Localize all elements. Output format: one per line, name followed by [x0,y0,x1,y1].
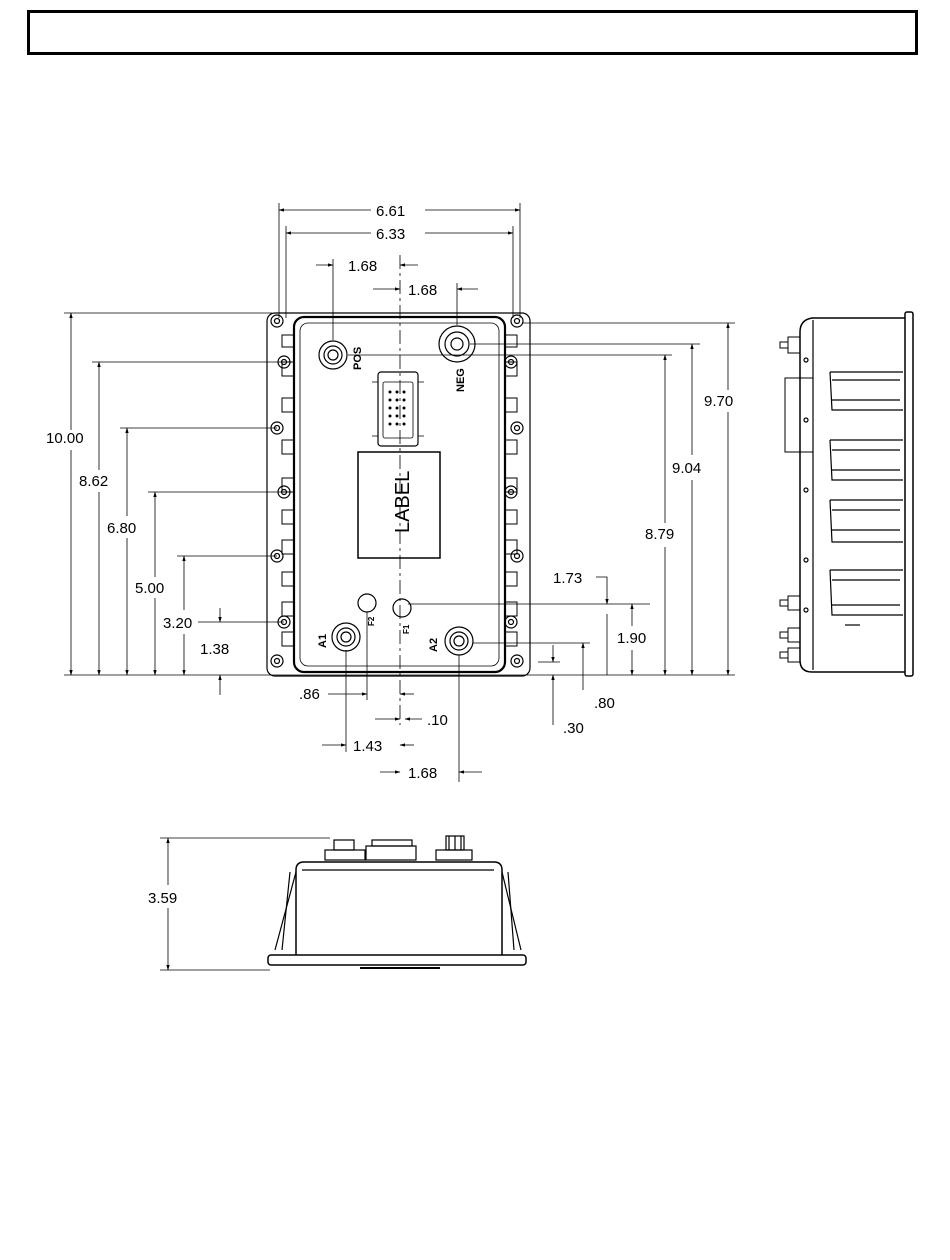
f2-terminal [358,594,376,612]
dim-500: 5.00 [135,580,164,597]
label-text: LABEL [392,471,414,533]
pos-terminal [319,341,347,369]
dim-168-bottom: 1.68 [408,765,437,782]
dim-904: 9.04 [672,460,701,477]
dim-overall-height: 10.00 [46,430,84,447]
signal-connector [372,372,424,446]
pos-label: POS [352,347,364,370]
dim-080: .80 [594,695,615,712]
a2-label: A2 [428,638,440,652]
side-view [780,312,913,676]
right-fins [505,335,517,646]
dim-879: 8.79 [645,526,674,543]
dim-970: 9.70 [704,393,733,410]
dim-173: 1.73 [553,570,582,587]
a1-label: A1 [317,634,329,648]
dim-010: .10 [427,712,448,729]
dim-320: 3.20 [163,615,192,632]
dim-143: 1.43 [353,738,382,755]
f2-label: F2 [367,616,376,626]
dim-862: 8.62 [79,473,108,490]
f1-label: F1 [402,624,411,634]
terminal-labels: POS NEG A1 A2 F2 F1 LABEL [317,347,467,652]
mounting-hole [511,655,523,667]
neg-terminal [439,326,475,362]
dim-680: 6.80 [107,520,136,537]
dim-190: 1.90 [617,630,646,647]
a2-terminal [445,627,473,655]
f1-terminal [393,599,411,617]
dim-neg-offset: 1.68 [408,282,437,299]
dim-pos-offset: 1.68 [348,258,377,275]
a1-terminal [332,623,360,651]
mounting-hole [271,315,283,327]
dim-front-height: 3.59 [148,890,177,907]
dim-138: 1.38 [200,641,229,658]
dim-030: .30 [563,720,584,737]
neg-label: NEG [455,368,467,392]
mounting-hole [511,422,523,434]
dimension-values: 6.61 6.33 1.68 1.68 10.00 8.62 6.80 5.00… [46,203,733,782]
left-fins [282,335,294,646]
dim-mount-width: 6.33 [376,226,405,243]
dim-overall-width: 6.61 [376,203,405,220]
dim-086: .86 [299,686,320,703]
mounting-hole [505,616,517,628]
mounting-hole [271,655,283,667]
front-view [160,836,526,970]
